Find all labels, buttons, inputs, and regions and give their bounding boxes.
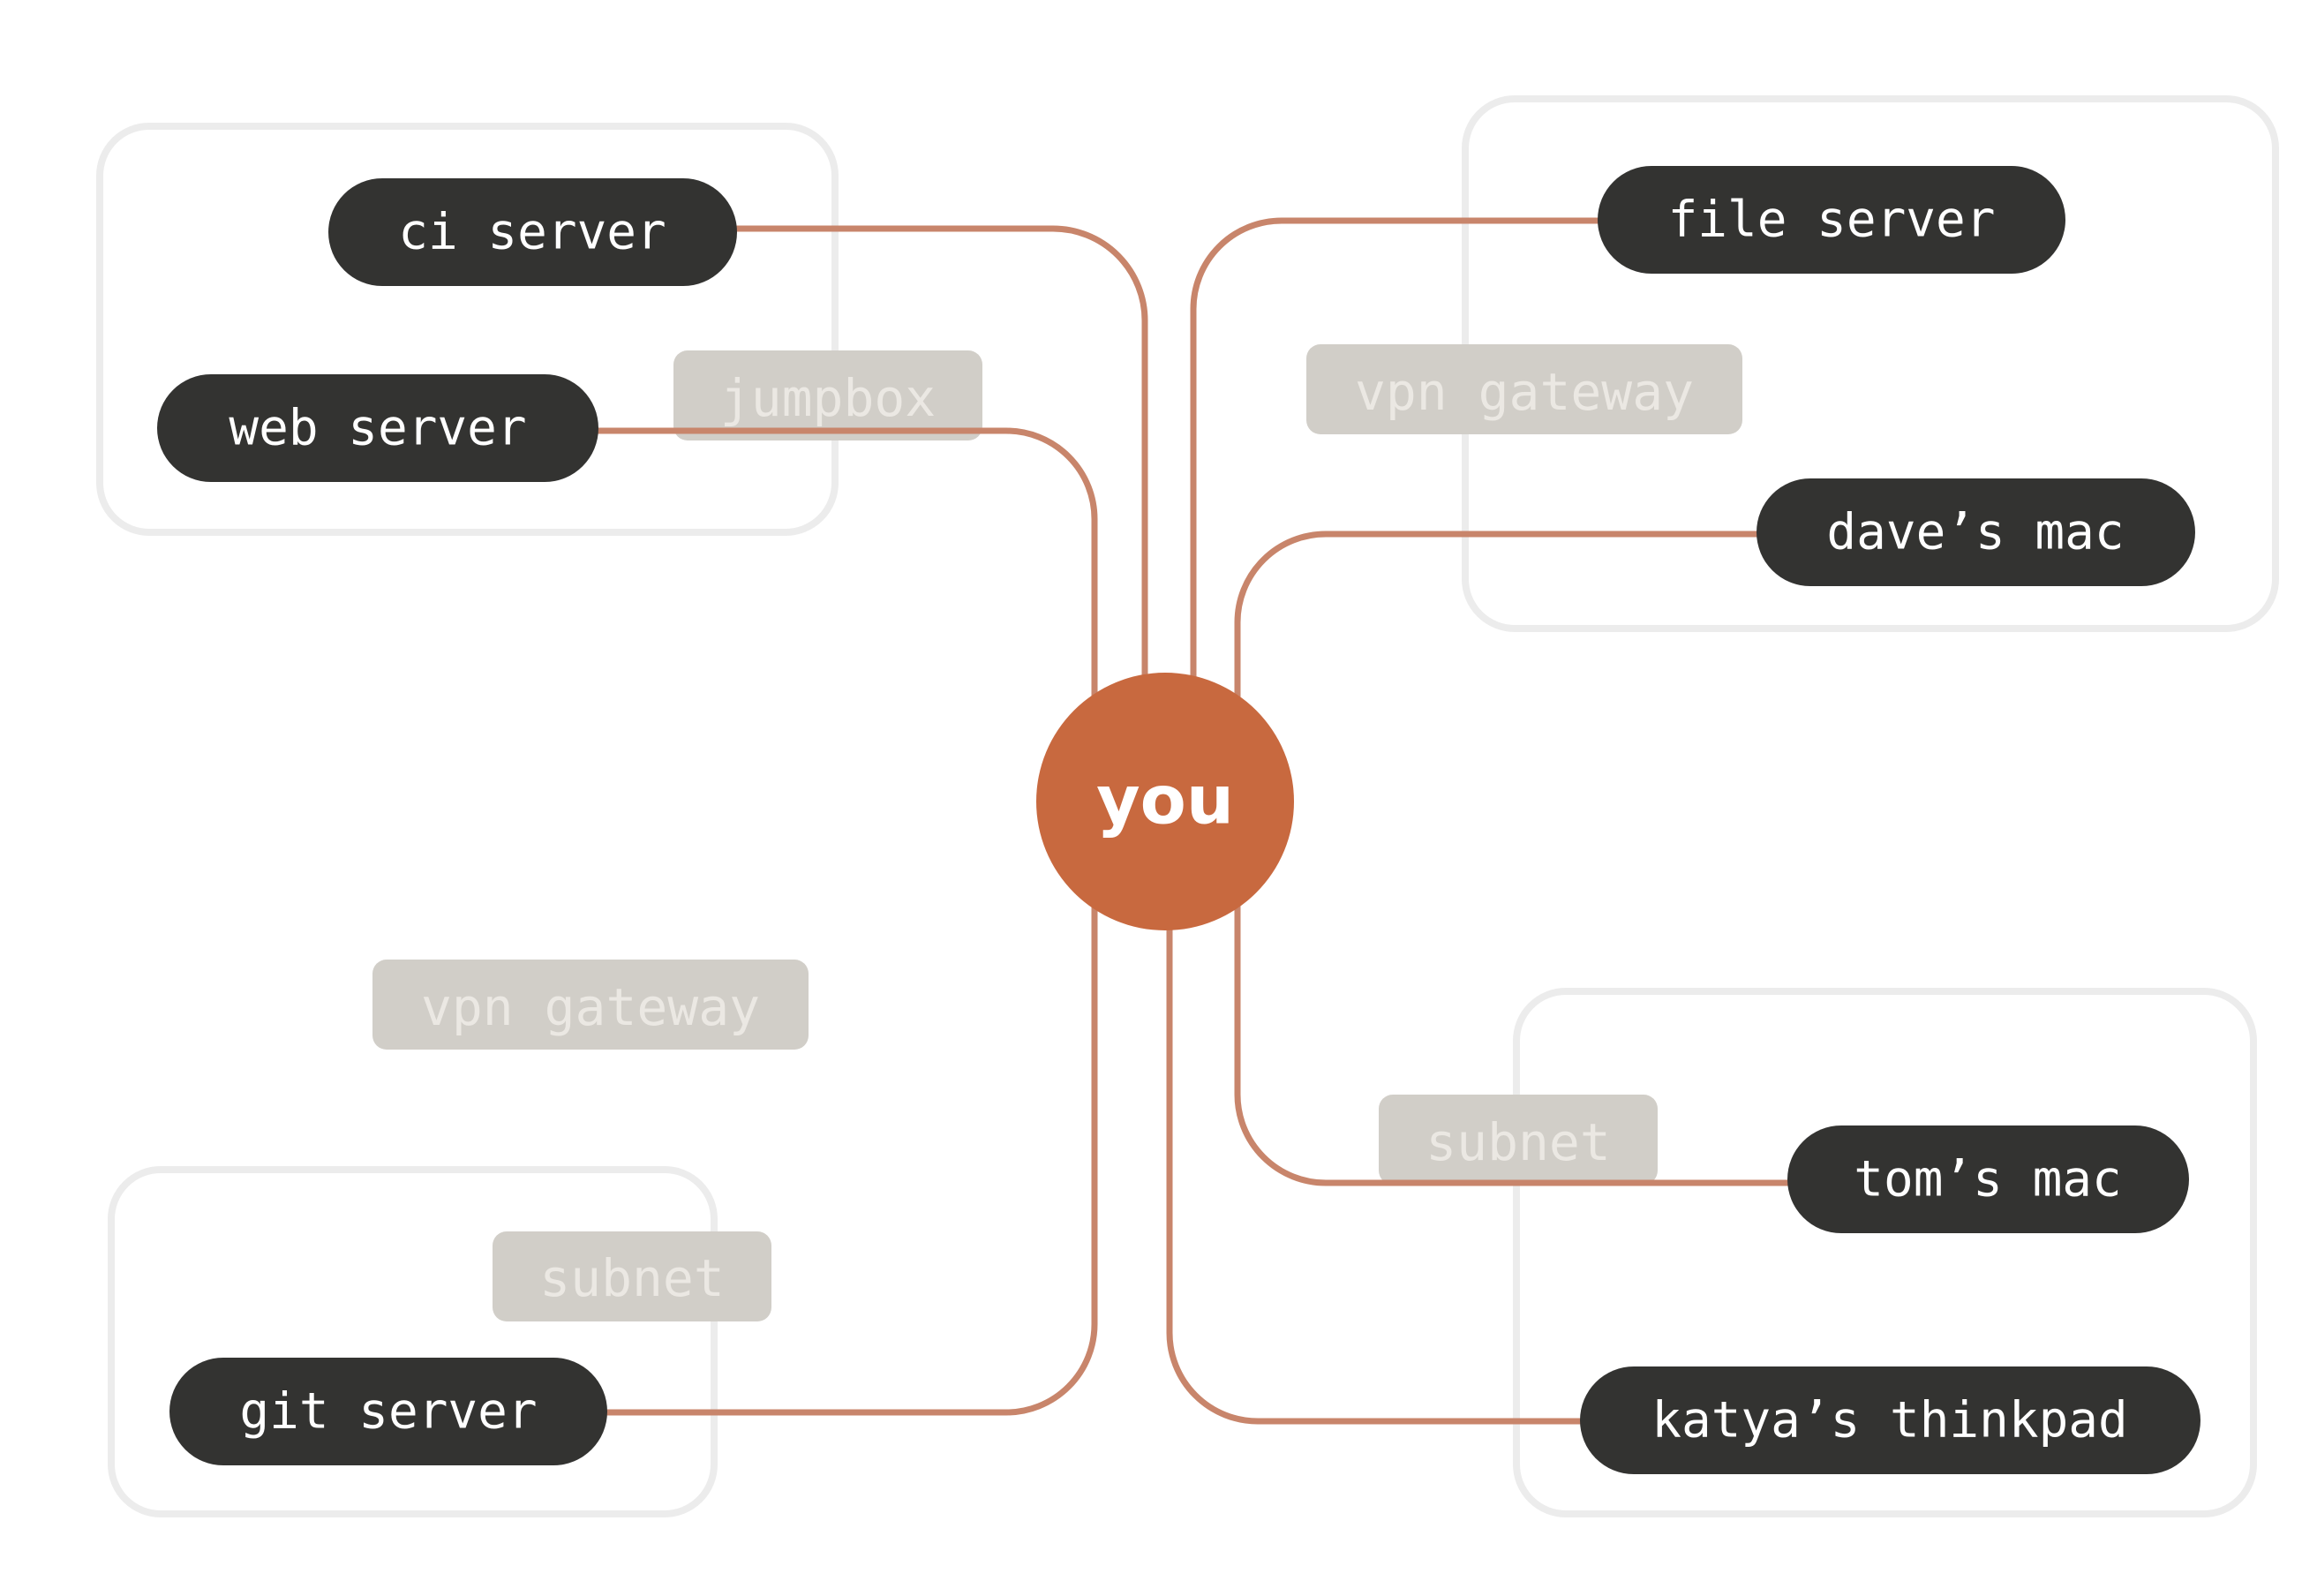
node-web-server[interactable]: web server [157,374,598,482]
groups [96,95,2279,1517]
tag-vpn-gateway-right: vpn gateway [1306,344,1742,434]
node-git-server[interactable]: git server [169,1358,607,1465]
node-ci-server[interactable]: ci server [328,178,737,286]
node-file-server-label: file server [1668,192,1996,249]
tag-jumpbox-label: jumpbox [720,368,936,428]
links [595,217,1791,1425]
link-toms-mac [1234,897,1791,1186]
tag-jumpbox: jumpbox [673,350,982,440]
hub-label: you [1096,761,1234,839]
hub-circle [1036,673,1294,930]
group-box-top-left [96,123,839,536]
tag-subnet-left: subnet [493,1231,771,1321]
node-git-server-label: git server [239,1383,537,1441]
node-toms-mac[interactable]: tom’s mac [1787,1125,2189,1233]
node-daves-mac[interactable]: dave’s mac [1757,478,2195,586]
node-katyas-thinkpad-label: katya’s thinkpad [1651,1392,2127,1449]
node-file-server[interactable]: file server [1598,166,2065,274]
node-daves-mac-label: dave’s mac [1826,504,2124,561]
hub-you[interactable]: you [1036,673,1294,930]
node-ci-server-label: ci server [398,204,666,261]
link-file-server [1190,217,1601,692]
tag-vpn-gateway-left-label: vpn gateway [421,977,760,1037]
tags: jumpbox vpn gateway vpn gateway subnet s… [372,344,1742,1321]
link-daves-mac [1234,531,1760,710]
node-web-server-label: web server [229,400,526,457]
node-katyas-thinkpad[interactable]: katya’s thinkpad [1580,1366,2200,1474]
tag-subnet-right-label: subnet [1426,1112,1611,1172]
link-ci-server [733,225,1148,692]
tag-vpn-gateway-left: vpn gateway [372,960,809,1050]
node-toms-mac-label: tom’s mac [1854,1151,2121,1208]
tag-subnet-right: subnet [1379,1095,1658,1185]
nodes: ci server web server file server dave’s … [157,166,2200,1474]
link-katyas-thinkpad [1166,915,1584,1425]
link-git-server [604,897,1098,1416]
group-box-bottom-right [1513,988,2257,1517]
tag-vpn-gateway-right-label: vpn gateway [1355,362,1694,422]
tag-subnet-left-label: subnet [539,1248,725,1308]
group-box-bottom-left [108,1166,718,1517]
link-web-server [595,427,1098,710]
